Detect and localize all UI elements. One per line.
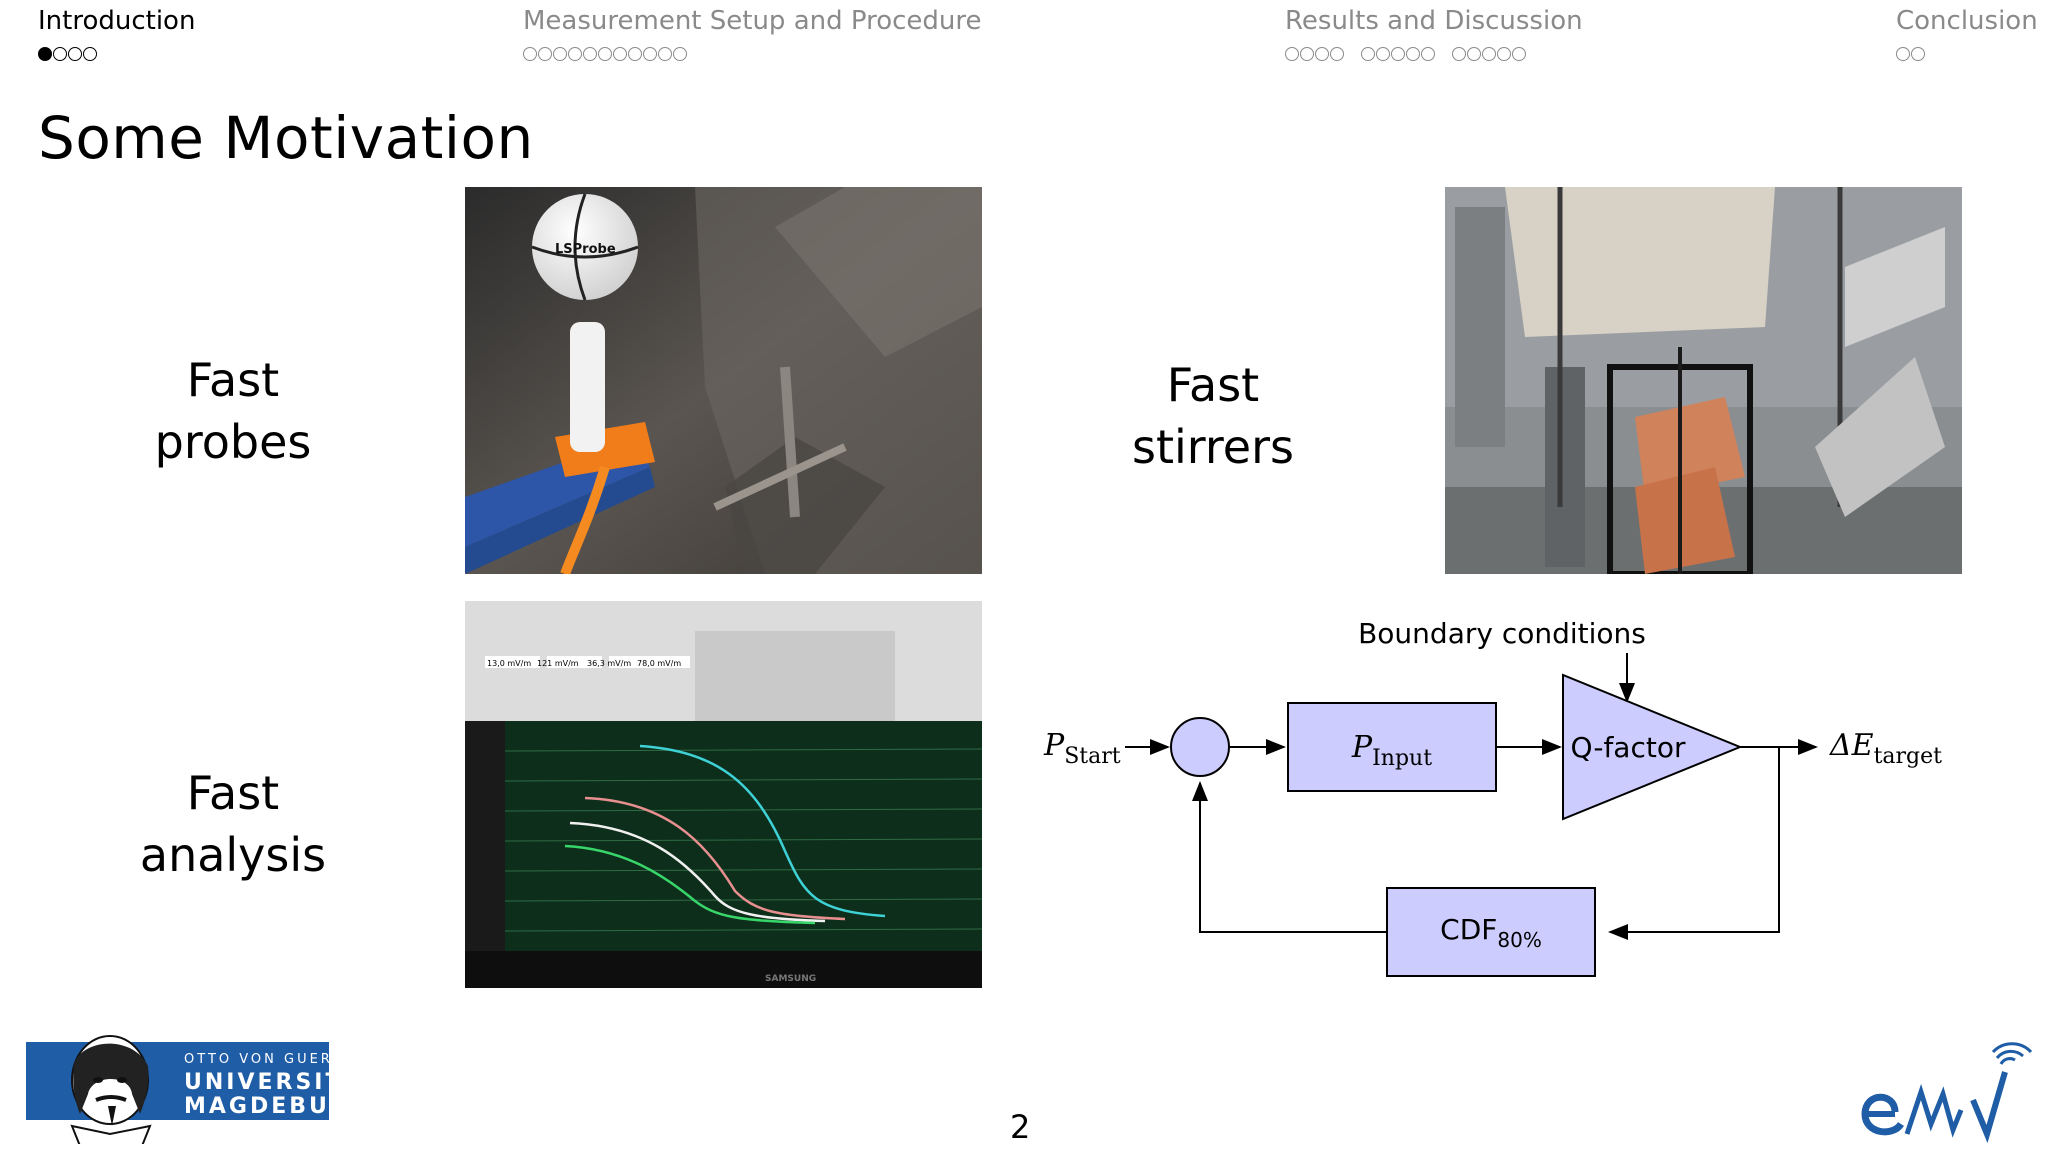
nav-slide-dot[interactable] <box>613 46 627 61</box>
university-logo: OTTO VON GUERICKE UNIVERSITÄT MAGDEBURG <box>26 1035 375 1144</box>
p-start-label: PStart <box>1043 728 1121 769</box>
slide-title: Some Motivation <box>38 104 534 172</box>
nav-slide-dot[interactable] <box>1896 46 1910 61</box>
nav-slide-dot[interactable] <box>523 46 537 61</box>
nav-slide-dot[interactable] <box>1391 46 1405 61</box>
nav-slide-dot[interactable] <box>628 46 642 61</box>
nav-dot-group <box>38 38 98 68</box>
caption-fast-analysis: Fast analysis <box>133 762 333 886</box>
boundary-conditions-label: Boundary conditions <box>1358 617 1646 650</box>
feedback-arrow-to-sum <box>1192 781 1387 933</box>
nav-slide-dot[interactable] <box>1452 46 1466 61</box>
readout-1: 13,0 mV/m <box>487 659 531 668</box>
nav-section-conclusion[interactable]: Conclusion <box>1896 6 2038 61</box>
caption-fast-probes: Fast probes <box>133 349 333 473</box>
nav-slide-dot[interactable] <box>1330 46 1344 61</box>
nav-slide-dot[interactable] <box>1512 46 1526 61</box>
nav-slide-dot[interactable] <box>68 46 82 61</box>
nav-slide-dot[interactable] <box>583 46 597 61</box>
nav-slide-dot[interactable] <box>1497 46 1511 61</box>
nav-slide-dot[interactable] <box>1406 46 1420 61</box>
caption-fast-stirrers: Fast stirrers <box>1113 354 1313 478</box>
caption-stirrers-line2: stirrers <box>1132 420 1294 474</box>
nav-dot-group <box>1896 38 1926 68</box>
monitor-brand: SAMSUNG <box>765 974 816 984</box>
delta-e-target-label: ΔEtarget <box>1829 728 1942 769</box>
caption-probes-line1: Fast <box>186 353 280 407</box>
q-factor-block <box>1562 673 1743 821</box>
emv-logo <box>1855 1042 2035 1147</box>
page-number: 2 <box>1010 1108 1031 1146</box>
caption-analysis-line1: Fast <box>186 766 280 820</box>
nav-slide-dot[interactable] <box>538 46 552 61</box>
nav-dot-group <box>1285 38 1345 68</box>
readout-3: 36,3 mV/m <box>587 659 631 668</box>
nav-slide-dot[interactable] <box>553 46 567 61</box>
p-input-label: PInput <box>1351 730 1432 771</box>
nav-section-introduction[interactable]: Introduction <box>38 6 196 61</box>
nav-slide-dot[interactable] <box>1482 46 1496 61</box>
nav-dots-introduction[interactable] <box>38 38 195 61</box>
guericke-portrait-icon <box>70 1035 152 1144</box>
nav-dots-results[interactable] <box>1285 38 1583 61</box>
nav-slide-dot[interactable] <box>1376 46 1390 61</box>
nav-dots-measurement[interactable] <box>523 38 982 61</box>
nav-dots-conclusion[interactable] <box>1896 38 2038 61</box>
nav-slide-dot[interactable] <box>1300 46 1314 61</box>
uni-line-1: OTTO VON GUERICKE <box>184 1052 375 1067</box>
readout-2: 121 mV/m <box>537 659 579 668</box>
nav-label-conclusion: Conclusion <box>1896 6 2038 36</box>
nav-slide-dot[interactable] <box>53 46 67 61</box>
nav-label-measurement: Measurement Setup and Procedure <box>523 6 982 36</box>
nav-slide-dot[interactable] <box>643 46 657 61</box>
probe-photo: LSProbe <box>465 187 982 574</box>
feedback-arrow-to-cdf <box>1608 747 1780 940</box>
control-loop-diagram: Boundary conditions PStart PInput Q-fact… <box>1030 605 1970 995</box>
nav-slide-dot[interactable] <box>1285 46 1299 61</box>
nav-label-results: Results and Discussion <box>1285 6 1583 36</box>
nav-slide-dot[interactable] <box>1911 46 1925 61</box>
readout-4: 78,0 mV/m <box>637 659 681 668</box>
nav-slide-dot[interactable] <box>1421 46 1435 61</box>
uni-line-3: MAGDEBURG <box>184 1094 371 1119</box>
nav-dot-group <box>1452 38 1527 68</box>
nav-slide-dot[interactable] <box>1361 46 1375 61</box>
summing-junction <box>1170 717 1230 777</box>
nav-slide-dot[interactable] <box>673 46 687 61</box>
nav-label-introduction: Introduction <box>38 6 196 36</box>
nav-slide-dot[interactable] <box>1315 46 1329 61</box>
nav-slide-dot[interactable] <box>598 46 612 61</box>
nav-slide-dot[interactable] <box>1467 46 1481 61</box>
nav-slide-dot[interactable] <box>568 46 582 61</box>
q-factor-label: Q-factor <box>1571 731 1686 764</box>
p-input-block <box>1287 702 1497 792</box>
probe-label: LSProbe <box>555 242 616 257</box>
uni-line-2: UNIVERSITÄT <box>184 1070 379 1095</box>
caption-stirrers-line1: Fast <box>1166 358 1260 412</box>
caption-analysis-line2: analysis <box>139 828 327 882</box>
nav-section-results[interactable]: Results and Discussion <box>1285 6 1583 61</box>
emv-logo-icon <box>1861 1042 2033 1144</box>
nav-slide-dot[interactable] <box>83 46 97 61</box>
nav-slide-dot[interactable] <box>38 46 52 61</box>
cdf-label: CDF80% <box>1440 913 1542 952</box>
nav-dot-group <box>523 38 688 68</box>
nav-section-measurement[interactable]: Measurement Setup and Procedure <box>523 6 982 61</box>
cdf-block <box>1386 887 1596 977</box>
caption-probes-line2: probes <box>154 415 312 469</box>
nav-slide-dot[interactable] <box>658 46 672 61</box>
analysis-photo: 13,0 mV/m 121 mV/m 36,3 mV/m 78,0 mV/m S… <box>465 601 982 988</box>
stirrers-photo <box>1445 187 1962 574</box>
nav-dot-group <box>1361 38 1436 68</box>
